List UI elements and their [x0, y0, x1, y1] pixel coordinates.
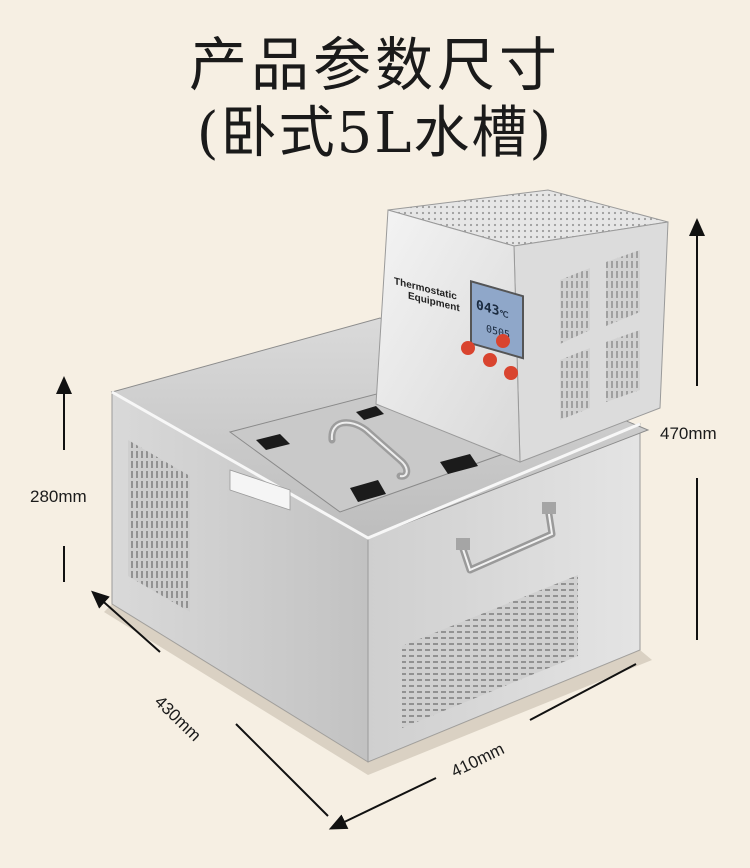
- dimension-height-bath: 280mm: [30, 487, 87, 506]
- front-vent-grill: [402, 575, 578, 728]
- depth-arrow-lower: [235, 723, 329, 817]
- panel-button-set[interactable]: [461, 341, 475, 355]
- width-arrow-upper: [529, 663, 637, 721]
- page-title-line1: 产品参数尺寸: [188, 31, 561, 99]
- width-arrow-lower: [328, 777, 437, 830]
- left-vent-grill: [128, 440, 190, 612]
- dimension-height-total: 470mm: [660, 424, 717, 443]
- panel-button-down[interactable]: [483, 353, 497, 367]
- page-title-line2: (卧式5L水槽): [196, 101, 554, 166]
- panel-button-run[interactable]: [504, 366, 518, 380]
- panel-button-up[interactable]: [496, 334, 510, 348]
- depth-arrow-upper: [91, 590, 161, 653]
- control-box-front: [375, 209, 521, 463]
